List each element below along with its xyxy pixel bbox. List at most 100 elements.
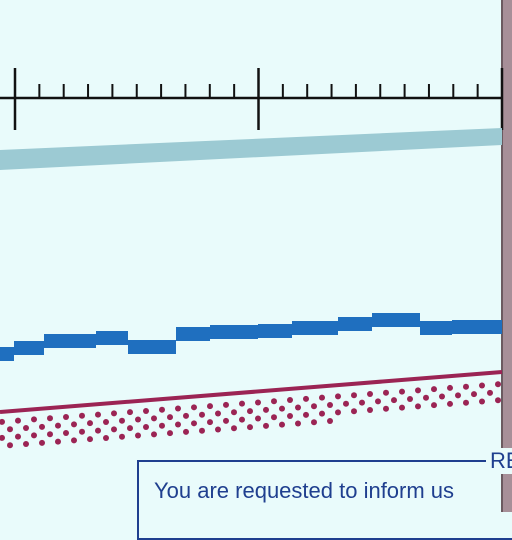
maroon-dot [183, 428, 189, 435]
maroon-dot [391, 397, 397, 404]
maroon-dot [71, 437, 77, 444]
maroon-dot [191, 404, 197, 411]
maroon-dot [95, 427, 101, 434]
maroon-dot [39, 439, 45, 446]
maroon-dot [239, 416, 245, 423]
maroon-dot [167, 430, 173, 437]
maroon-dot [351, 408, 357, 415]
maroon-dot [263, 406, 269, 413]
maroon-dot [207, 403, 213, 410]
blue-band-segment [210, 325, 258, 339]
blue-band-segment [176, 327, 210, 341]
maroon-dot [119, 417, 125, 424]
maroon-dot [447, 384, 453, 391]
blue-band-segment [96, 331, 128, 345]
form-title-fragment: RE [486, 448, 512, 474]
blue-band-segment [14, 341, 44, 355]
maroon-dot [303, 411, 309, 418]
maroon-dot [135, 432, 141, 439]
maroon-dot [95, 411, 101, 418]
blue-band-segment [372, 313, 420, 327]
maroon-dot [447, 400, 453, 407]
maroon-dot [415, 387, 421, 394]
maroon-dot [119, 433, 125, 440]
maroon-dot [79, 412, 85, 419]
maroon-dot [0, 434, 5, 441]
maroon-dot [143, 423, 149, 430]
maroon-dot [287, 397, 293, 404]
maroon-dot [71, 421, 77, 428]
maroon-dot [383, 405, 389, 412]
blue-stepped-band [0, 313, 502, 361]
maroon-dot [63, 414, 69, 421]
maroon-dot [223, 417, 229, 424]
maroon-dot [63, 430, 69, 437]
maroon-dot [335, 393, 341, 400]
maroon-dot [247, 424, 253, 431]
maroon-dot [495, 397, 501, 404]
blue-band-segment [338, 317, 372, 331]
document-canvas [0, 0, 512, 512]
maroon-dot [199, 411, 205, 418]
maroon-dot [431, 402, 437, 409]
maroon-dot [495, 381, 501, 388]
maroon-dot [463, 383, 469, 390]
maroon-dot [359, 399, 365, 406]
blue-band-segment [420, 321, 452, 335]
maroon-dot [55, 422, 61, 429]
maroon-dot [439, 393, 445, 400]
maroon-dot [183, 412, 189, 419]
blue-band-segment [452, 320, 502, 334]
maroon-dot [207, 419, 213, 426]
maroon-dot-pattern [0, 381, 501, 449]
maroon-dot [367, 390, 373, 397]
maroon-dot [327, 402, 333, 409]
maroon-dot [15, 433, 21, 440]
maroon-dot [407, 395, 413, 402]
maroon-dot [375, 398, 381, 405]
maroon-dot [295, 420, 301, 427]
maroon-dot [31, 432, 37, 439]
maroon-line [0, 370, 503, 414]
maroon-dot [159, 406, 165, 413]
maroon-dot [47, 415, 53, 422]
maroon-dot [135, 416, 141, 423]
maroon-dot [231, 409, 237, 416]
maroon-dot [319, 394, 325, 401]
maroon-dot [295, 404, 301, 411]
maroon-dot [399, 404, 405, 411]
maroon-dot [111, 410, 117, 417]
blue-band-segment [128, 340, 176, 354]
maroon-dot [311, 403, 317, 410]
maroon-dot [271, 414, 277, 421]
maroon-dot [215, 410, 221, 417]
blue-band-segment [0, 347, 14, 361]
maroon-dot [383, 389, 389, 396]
maroon-dot [319, 410, 325, 417]
maroon-dot [7, 426, 13, 433]
maroon-dot [87, 420, 93, 427]
maroon-dot [479, 382, 485, 389]
maroon-dot [255, 399, 261, 406]
maroon-dot [55, 438, 61, 445]
maroon-dot [311, 419, 317, 426]
blue-band-segment [258, 324, 292, 338]
maroon-dot [287, 413, 293, 420]
maroon-dot [471, 391, 477, 398]
maroon-dot [231, 425, 237, 432]
maroon-dot [127, 425, 133, 432]
maroon-dot [487, 389, 493, 396]
maroon-dot [167, 414, 173, 421]
ruler-scale [0, 68, 504, 130]
maroon-dot [271, 398, 277, 405]
maroon-dot [199, 427, 205, 434]
maroon-dot [47, 431, 53, 438]
maroon-dot [191, 420, 197, 427]
light-teal-band [0, 128, 502, 170]
maroon-dot [215, 426, 221, 433]
maroon-dot [159, 422, 165, 429]
maroon-dot [175, 421, 181, 428]
maroon-dot [79, 428, 85, 435]
maroon-dot [151, 431, 157, 438]
maroon-dot [255, 415, 261, 422]
